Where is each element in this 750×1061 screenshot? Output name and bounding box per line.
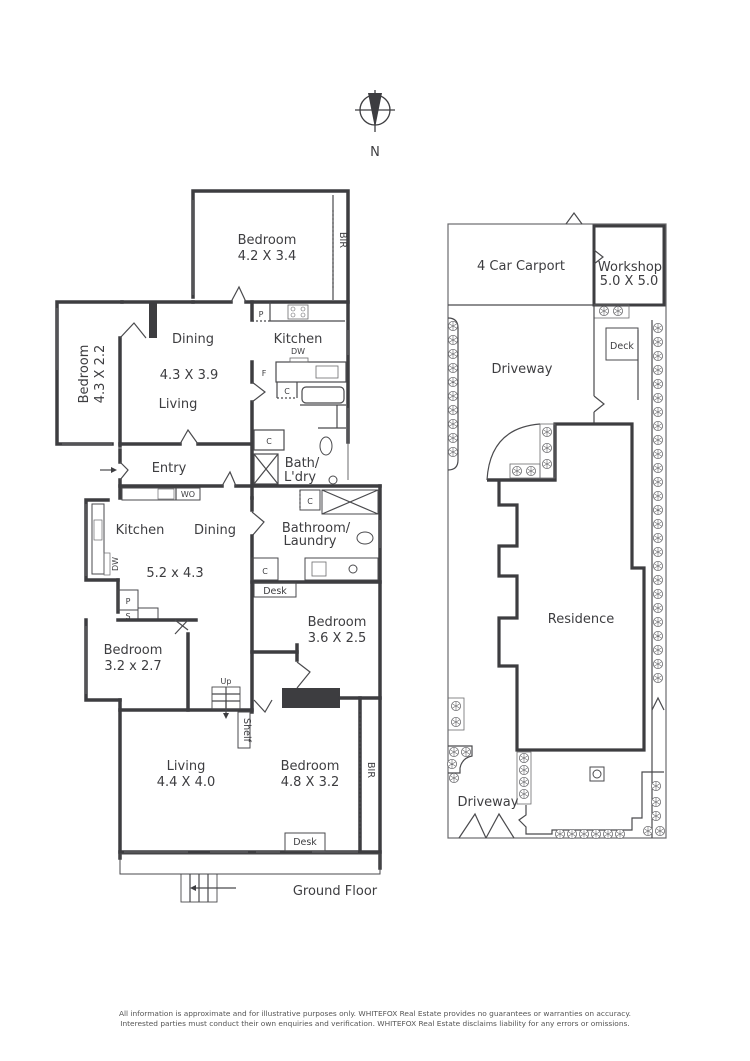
disclaimer: All information is approximate and for i… <box>0 1009 750 1029</box>
area-name: Driveway <box>492 362 553 377</box>
fixture-label: C <box>262 567 268 576</box>
shelf-label: Shelf <box>241 718 252 743</box>
room-size: 3.6 X 2.5 <box>308 631 367 646</box>
fixture-label: P <box>126 597 131 606</box>
fixture-label: DW <box>111 557 120 571</box>
room-name-line2: Laundry <box>284 534 337 549</box>
area-name: 4 Car Carport <box>477 259 565 274</box>
room-name: Bedroom <box>281 759 340 774</box>
bir-label: BIR <box>365 762 376 778</box>
floor-title: Ground Floor <box>293 884 378 899</box>
room-secondary-name: Dining <box>194 523 236 538</box>
room-name: Entry <box>152 461 187 476</box>
room-name: Bedroom <box>77 345 92 404</box>
compass-label: N <box>370 145 380 160</box>
fixture-label: C <box>284 387 290 396</box>
room-size: 5.2 x 4.3 <box>146 566 203 581</box>
desk-label: Desk <box>263 586 287 597</box>
fixture-label: DW <box>291 347 305 356</box>
disclaimer-line-1: All information is approximate and for i… <box>118 1009 632 1018</box>
room-size: 4.4 X 4.0 <box>157 775 216 790</box>
room-size: 4.3 X 2.2 <box>93 345 108 404</box>
area-name: Workshop <box>598 260 662 275</box>
room-size: 4.8 X 3.2 <box>281 775 340 790</box>
disclaimer-line-2: Interested parties must conduct their ow… <box>120 1019 630 1028</box>
area-name: Driveway <box>458 795 519 810</box>
site-plan <box>446 211 667 839</box>
bir-label: BIR <box>337 232 348 248</box>
room-name: Dining <box>172 332 214 347</box>
room-name: Bath/ <box>285 456 320 471</box>
fixture-label: C <box>307 497 313 506</box>
room-name: Bathroom/ <box>282 521 351 536</box>
ground-floor-plan <box>55 189 382 903</box>
room-secondary-name: Living <box>159 397 198 412</box>
fixture-label: C <box>266 437 272 446</box>
area-name: Deck <box>610 341 634 352</box>
room-name-line2: L'dry <box>284 470 316 485</box>
fixture-label: S <box>125 612 130 621</box>
fixture-label: F <box>262 369 267 378</box>
room-size: 3.2 x 2.7 <box>104 659 161 674</box>
fixture-label: P <box>259 310 264 319</box>
room-size: 4.3 X 3.9 <box>160 368 219 383</box>
room-name: Kitchen <box>116 523 165 538</box>
room-name: Living <box>167 759 206 774</box>
room-name: Bedroom <box>238 233 297 248</box>
room-name: Bedroom <box>104 643 163 658</box>
north-arrow-icon <box>355 90 395 132</box>
fixture-label: WO <box>181 490 195 499</box>
area-size: 5.0 X 5.0 <box>600 274 659 289</box>
desk-label: Desk <box>293 837 317 848</box>
room-name: Bedroom <box>308 615 367 630</box>
area-name: Residence <box>548 612 614 627</box>
room-size: 4.2 X 3.4 <box>238 249 297 264</box>
stairs-label: Up <box>221 677 232 686</box>
room-name: Kitchen <box>274 332 323 347</box>
